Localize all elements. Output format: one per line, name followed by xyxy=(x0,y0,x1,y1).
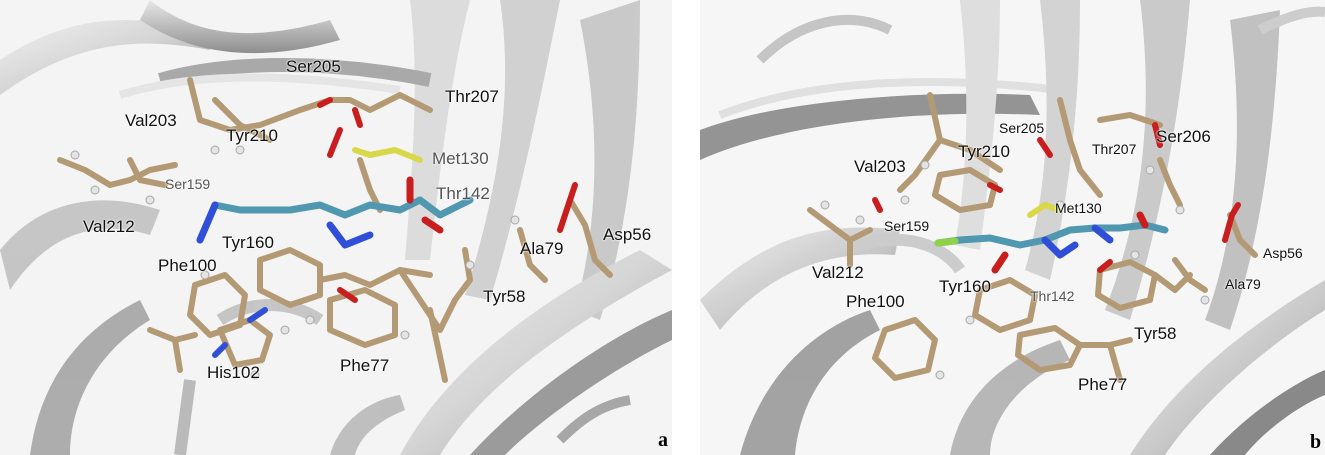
hydrogen-atom xyxy=(146,196,154,204)
label-ser206: Ser206 xyxy=(1156,128,1211,145)
label-tyr210: Tyr210 xyxy=(958,143,1010,160)
label-thr207: Thr207 xyxy=(1092,142,1136,156)
hydrogen-atom xyxy=(511,216,519,224)
label-met130: Met130 xyxy=(432,150,489,167)
label-ser159: Ser159 xyxy=(165,177,210,191)
label-ala79: Ala79 xyxy=(520,240,563,257)
label-val203: Val203 xyxy=(125,112,177,129)
label-tyr58: Tyr58 xyxy=(1134,325,1177,342)
panel-letter-a: a xyxy=(658,430,668,450)
label-phe100: Phe100 xyxy=(158,257,217,274)
hydrogen-atom xyxy=(211,146,219,154)
ligand-oxygen xyxy=(1140,215,1145,225)
label-ala79: Ala79 xyxy=(1225,277,1261,291)
panel-letter-b: b xyxy=(1310,432,1321,452)
label-thr207: Thr207 xyxy=(445,88,499,105)
hydrogen-atom xyxy=(856,216,864,224)
label-his102: His102 xyxy=(207,364,260,381)
ligand-fluorine xyxy=(938,241,955,243)
hydrogen-atom xyxy=(71,151,79,159)
label-tyr160: Tyr160 xyxy=(222,234,274,251)
label-met130: Met130 xyxy=(1055,201,1102,215)
panel-b: Ser205 Ser206 Thr207 Val203 Tyr210 Met13… xyxy=(700,0,1325,455)
label-thr142: Thr142 xyxy=(436,185,490,202)
label-asp56: Asp56 xyxy=(1263,246,1303,260)
hydrogen-atom xyxy=(1146,166,1154,174)
hydrogen-atom xyxy=(466,261,474,269)
panel-a: Ser205 Thr207 Val203 Tyr210 Met130 Ser15… xyxy=(0,0,672,455)
label-val212: Val212 xyxy=(812,264,864,281)
label-asp56: Asp56 xyxy=(603,226,651,243)
label-phe77: Phe77 xyxy=(1078,376,1127,393)
label-phe77: Phe77 xyxy=(340,357,389,374)
hydrogen-atom xyxy=(821,201,829,209)
label-ser159: Ser159 xyxy=(884,219,929,233)
label-phe100: Phe100 xyxy=(846,293,905,310)
hydrogen-atom xyxy=(281,326,289,334)
label-tyr58: Tyr58 xyxy=(483,288,526,305)
hydrogen-atom xyxy=(936,371,944,379)
label-ser205: Ser205 xyxy=(286,58,341,75)
hydrogen-atom xyxy=(306,316,314,324)
label-thr142: Thr142 xyxy=(1030,289,1074,303)
hydrogen-atom xyxy=(966,316,974,324)
hydrogen-atom xyxy=(91,186,99,194)
label-ser205: Ser205 xyxy=(999,121,1044,135)
hydrogen-atom xyxy=(401,331,409,339)
hydrogen-atom xyxy=(901,196,909,204)
label-tyr210: Tyr210 xyxy=(226,127,278,144)
hydrogen-atom xyxy=(921,161,929,169)
label-tyr160: Tyr160 xyxy=(939,278,991,295)
label-val203: Val203 xyxy=(854,158,906,175)
hydrogen-atom xyxy=(1176,206,1184,214)
label-val212: Val212 xyxy=(83,218,135,235)
panel-b-render xyxy=(700,0,1325,455)
hydrogen-atom xyxy=(236,146,244,154)
hydrogen-atom xyxy=(1131,251,1139,259)
hydrogen-atom xyxy=(1201,296,1209,304)
